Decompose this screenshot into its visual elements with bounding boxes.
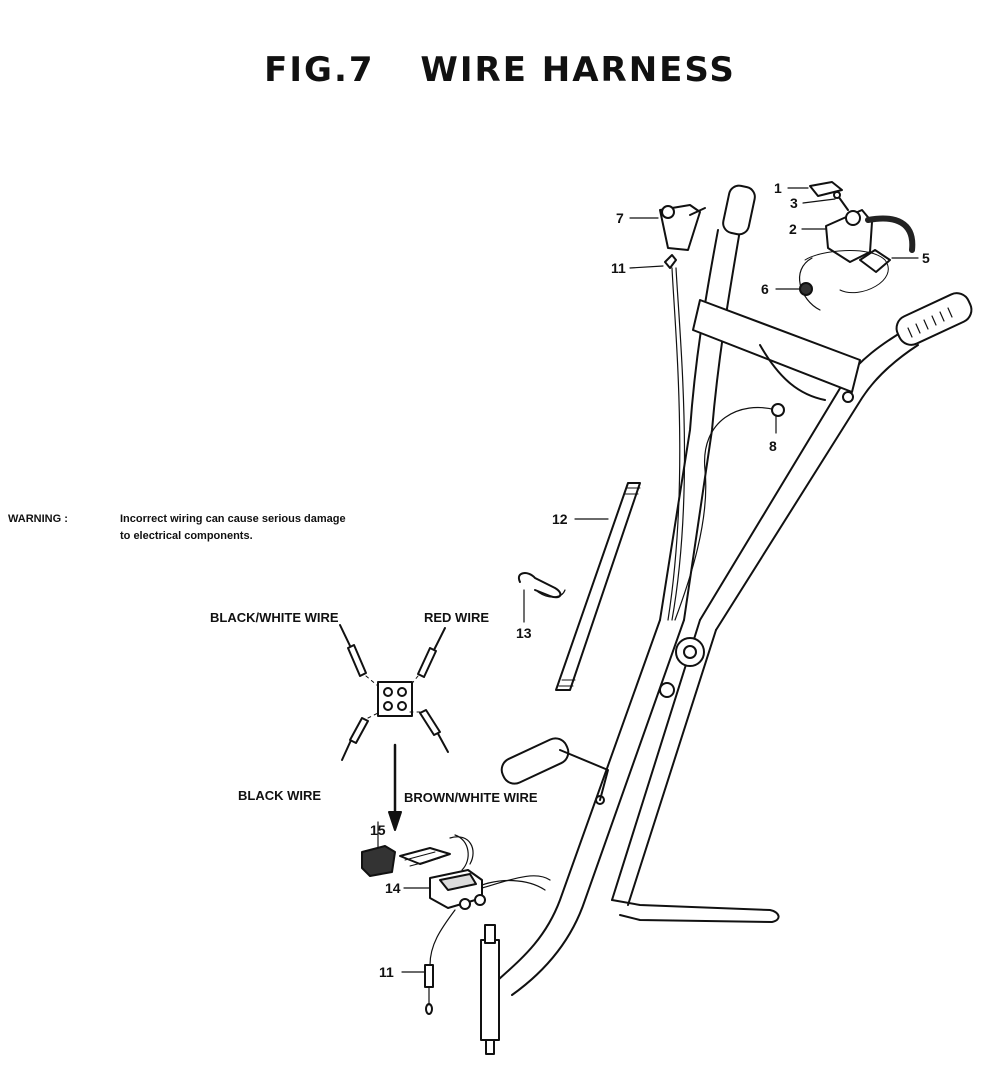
red-wire-lead [418, 628, 445, 677]
harness-wires [455, 258, 820, 890]
warning-line-1: Incorrect wiring can cause serious damag… [120, 513, 346, 525]
label-black-white-wire: BLACK/WHITE WIRE [210, 610, 339, 625]
figure-number: FIG.7 [264, 50, 375, 90]
callout-1: 1 [774, 180, 782, 196]
callout-15: 15 [370, 822, 386, 838]
black-white-wire-lead [340, 625, 366, 676]
part-15-connector-plug [362, 837, 473, 876]
warning-line-2: to electrical components. [120, 530, 253, 542]
figure-title: FIG.7 WIRE HARNESS [0, 50, 1000, 90]
down-arrow-icon [389, 745, 401, 830]
warning-note: WARNING : Incorrect wiring can cause seri… [8, 511, 346, 545]
callout-5: 5 [922, 250, 930, 266]
label-black-wire: BLACK WIRE [238, 788, 322, 803]
callout-8: 8 [769, 438, 777, 454]
black-wire-lead [342, 718, 368, 760]
connector-guides [366, 676, 420, 718]
callout-7: 7 [616, 210, 624, 226]
figure-name: WIRE HARNESS [420, 50, 736, 90]
part-11-bottom-connector [425, 965, 433, 1014]
part-13-clamp [519, 573, 565, 597]
callout-14: 14 [385, 880, 401, 896]
part-3-screw [834, 192, 848, 210]
part-11-top-connector [665, 255, 676, 268]
callout-11-top: 11 [611, 260, 626, 276]
callout-3: 3 [790, 195, 798, 211]
part-5-bracket-plate [805, 250, 890, 293]
callout-13: 13 [516, 625, 532, 641]
callout-6: 6 [761, 281, 769, 297]
brown-white-wire-lead [420, 710, 448, 752]
label-brown-white-wire: BROWN/WHITE WIRE [404, 790, 538, 805]
label-red-wire: RED WIRE [424, 610, 489, 625]
callout-12: 12 [552, 511, 568, 527]
callout-2: 2 [789, 221, 797, 237]
part-6-grommet [800, 283, 812, 295]
part-14-switch-box [430, 870, 550, 965]
part-8-grommet [772, 404, 784, 416]
connector-block [378, 682, 412, 716]
part-2-switch-body [826, 210, 912, 262]
handlebar-frame [481, 184, 976, 1054]
warning-label: WARNING : [8, 513, 68, 525]
part-12-tube [556, 483, 640, 690]
part-7-lever-bracket [660, 205, 705, 250]
part-1-label-plate [810, 182, 842, 196]
callout-leaders [378, 188, 918, 972]
callout-11-bottom: 11 [379, 964, 394, 980]
